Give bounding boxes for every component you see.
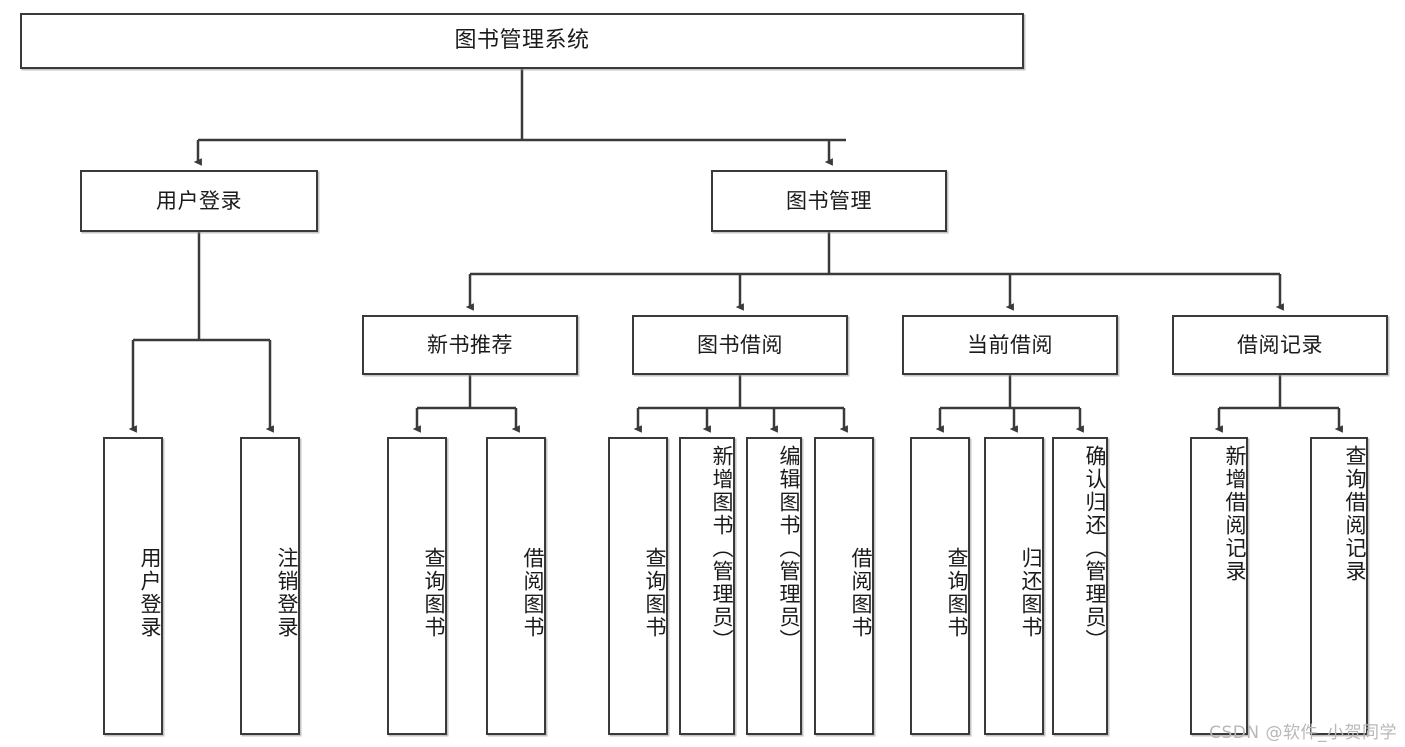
node-current-borrow[interactable]: 当前借阅 (902, 315, 1118, 375)
node-label: 借阅记录 (1237, 332, 1323, 357)
node-label: 图书借阅 (697, 332, 783, 357)
leaf-borrow-book-recommend[interactable]: 借阅图书 (486, 437, 546, 735)
leaf-query-book-recommend[interactable]: 查询图书 (387, 437, 447, 735)
node-book-borrow[interactable]: 图书借阅 (632, 315, 848, 375)
leaf-logout[interactable]: 注销登录 (240, 437, 300, 735)
node-label: 查询图书 (945, 547, 969, 639)
node-root-system[interactable]: 图书管理系统 (20, 13, 1024, 69)
leaf-add-borrow-record[interactable]: 新增借阅记录 (1190, 437, 1248, 735)
node-label: 当前借阅 (967, 332, 1053, 357)
node-label: 查询图书 (422, 547, 446, 639)
leaf-lend-book[interactable]: 借阅图书 (814, 437, 874, 735)
node-label: 用户登录 (156, 188, 242, 213)
node-label: 归还图书 (1019, 547, 1043, 639)
node-label: 图书管理系统 (454, 28, 590, 54)
node-label: 查询图书 (643, 547, 667, 639)
leaf-query-borrow-record[interactable]: 查询借阅记录 (1310, 437, 1368, 735)
node-label: 新增借阅记录 (1223, 445, 1247, 583)
leaf-confirm-return-admin[interactable]: 确认归还（管理员） (1052, 437, 1108, 735)
leaf-query-book-borrow[interactable]: 查询图书 (608, 437, 668, 735)
node-borrow-records[interactable]: 借阅记录 (1172, 315, 1388, 375)
leaf-user-login[interactable]: 用户登录 (103, 437, 163, 735)
node-label: 编辑图书（管理员） (777, 445, 801, 652)
leaf-add-book-admin[interactable]: 新增图书（管理员） (679, 437, 735, 735)
node-label: 查询借阅记录 (1343, 445, 1367, 583)
csdn-watermark: CSDN @软件_小贺同学 (1209, 723, 1397, 743)
node-label: 新增图书（管理员） (710, 445, 734, 652)
leaf-query-book-current[interactable]: 查询图书 (910, 437, 970, 735)
node-label: 借阅图书 (849, 547, 873, 639)
node-user-login[interactable]: 用户登录 (80, 170, 318, 232)
node-label: 图书管理 (786, 188, 872, 213)
node-label: 借阅图书 (521, 547, 545, 639)
node-label: 新书推荐 (427, 332, 513, 357)
node-book-management[interactable]: 图书管理 (711, 170, 947, 232)
leaf-return-book[interactable]: 归还图书 (984, 437, 1044, 735)
leaf-edit-book-admin[interactable]: 编辑图书（管理员） (746, 437, 802, 735)
node-new-book-recommend[interactable]: 新书推荐 (362, 315, 578, 375)
node-label: 用户登录 (138, 547, 162, 639)
node-label: 注销登录 (275, 547, 299, 639)
node-label: 确认归还（管理员） (1083, 445, 1107, 652)
